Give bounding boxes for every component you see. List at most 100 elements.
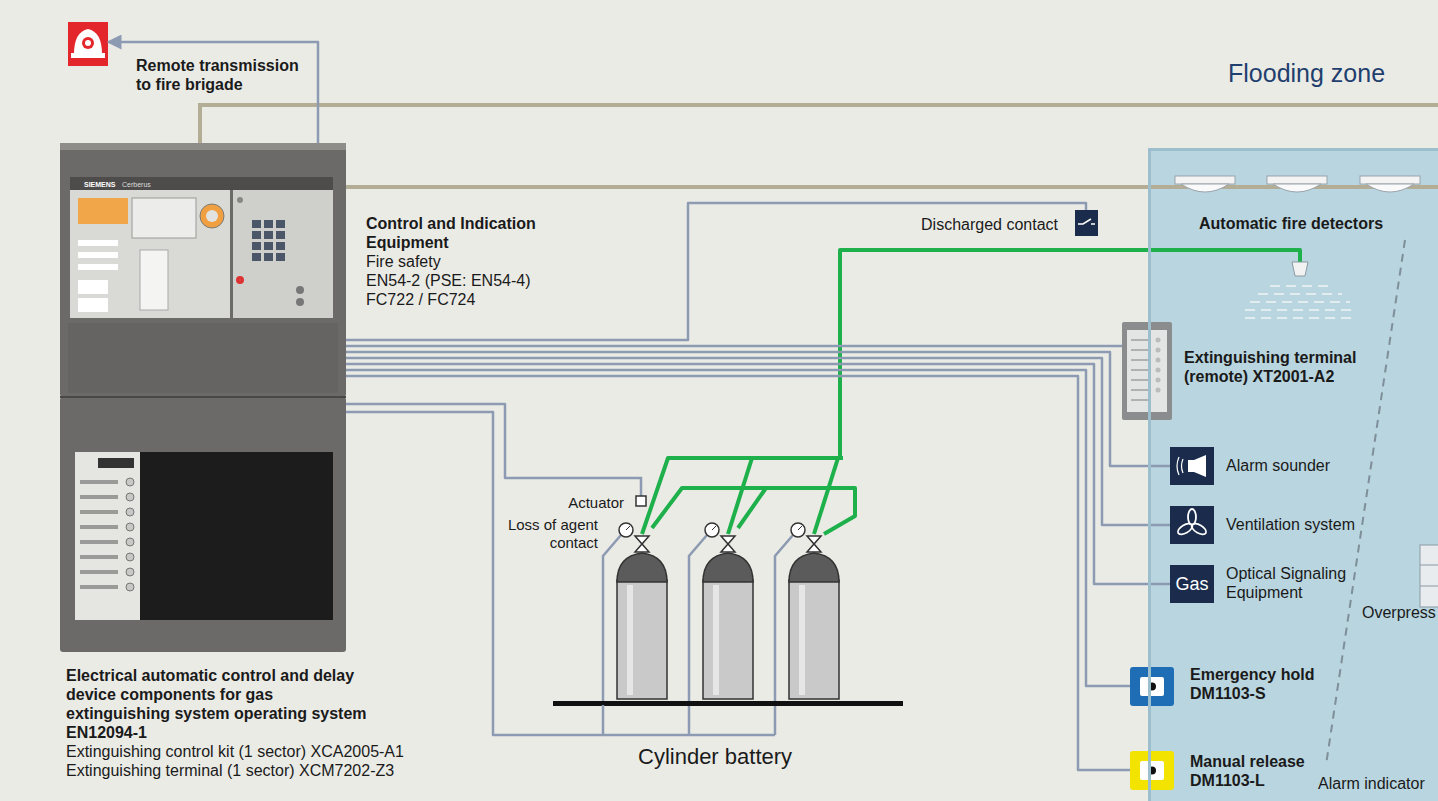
optical-signaling: GasOptical Signaling Equipment bbox=[1170, 565, 1214, 603]
cylinder bbox=[703, 580, 753, 699]
alarm-sounder-symbol bbox=[1170, 447, 1214, 485]
overpressure-vent bbox=[1420, 565, 1438, 566]
control-panel-housing bbox=[68, 323, 338, 393]
brand-name: SIEMENS bbox=[84, 181, 116, 189]
ventilation-symbol bbox=[1190, 522, 1208, 537]
extinguishing-terminal-unit bbox=[1156, 388, 1161, 393]
ventilation-symbol bbox=[1176, 522, 1194, 537]
extinguishing-nozzle bbox=[1245, 262, 1355, 318]
extinguishing-control-housing bbox=[126, 583, 134, 591]
signal-wire bbox=[346, 203, 1086, 340]
bus-line bbox=[200, 105, 1438, 187]
discharged-contact-symbol bbox=[1075, 210, 1098, 236]
control-panel-housing bbox=[276, 231, 285, 239]
part-label: Overpress bbox=[1362, 603, 1436, 622]
node-label: Ventilation system bbox=[1226, 515, 1355, 534]
cylinder-battery: Cylinder battery bbox=[555, 455, 905, 705]
node-text: extinguishing system operating system EN… bbox=[66, 704, 372, 742]
control-panel-housing bbox=[60, 143, 346, 150]
cylinder bbox=[807, 536, 821, 552]
control-panel-housing bbox=[78, 298, 108, 312]
overpressure-vent bbox=[1420, 545, 1438, 607]
control-panel-housing bbox=[264, 242, 273, 250]
flooding-zone-fill bbox=[1148, 148, 1438, 801]
control-panel-housing bbox=[236, 276, 244, 284]
cylinder bbox=[789, 553, 839, 582]
extinguishing-terminal-unit bbox=[1156, 368, 1161, 373]
manual-release-button: Manual release DM1103-L bbox=[1130, 751, 1174, 790]
control-panel-housing bbox=[78, 240, 118, 246]
control-panel-housing bbox=[237, 197, 243, 203]
extinguishing-terminal-unit bbox=[1127, 330, 1167, 412]
agent-pipe bbox=[652, 488, 855, 534]
control-panel-housing bbox=[206, 210, 218, 222]
fire-brigade-symbol bbox=[85, 40, 91, 46]
extinguishing-control-housing bbox=[126, 523, 134, 531]
control-panel-housing bbox=[252, 253, 261, 261]
agent-pipe bbox=[642, 458, 843, 534]
zone-divider bbox=[1326, 240, 1405, 765]
cylinder bbox=[712, 526, 716, 530]
extinguishing-control-housing bbox=[126, 568, 134, 576]
control-panel-housing bbox=[78, 280, 108, 294]
extinguishing-control-housing bbox=[126, 493, 134, 501]
cylinder bbox=[705, 523, 719, 537]
cylinder bbox=[635, 536, 649, 552]
alarm-sounder-symbol bbox=[1177, 457, 1183, 475]
control-panel-housing bbox=[264, 253, 273, 261]
control-panel-housing bbox=[252, 220, 285, 261]
signal-wire bbox=[346, 376, 1130, 770]
control-panel-housing bbox=[252, 231, 261, 239]
control-panel-housing bbox=[252, 242, 261, 250]
ventilation-symbol bbox=[1176, 509, 1208, 536]
extinguishing-control-housing bbox=[140, 452, 333, 620]
node-text: EN54-2 (PSE: EN54-4) bbox=[366, 271, 531, 290]
overpressure-vent bbox=[1420, 545, 1438, 607]
node-text: Extinguishing terminal (1 sector) XCM720… bbox=[66, 761, 394, 780]
node-label: Cylinder battery bbox=[638, 744, 792, 770]
node-label: Electrical automatic control and delay d… bbox=[66, 666, 372, 704]
extinguishing-terminal-unit bbox=[1156, 338, 1161, 393]
extinguishing-control-housing bbox=[80, 555, 118, 559]
control-panel-housing bbox=[252, 220, 261, 228]
extinguishing-nozzle bbox=[1245, 317, 1355, 319]
optical-signal-symbol bbox=[1170, 565, 1214, 603]
control-panel-housing bbox=[276, 220, 285, 228]
signal-wire bbox=[346, 412, 603, 735]
fire-detector bbox=[1273, 184, 1321, 192]
extinguishing-nozzle bbox=[1270, 285, 1330, 287]
extinguishing-nozzle bbox=[1258, 293, 1342, 295]
cylinder bbox=[798, 526, 802, 530]
control-panel-housing bbox=[70, 177, 333, 190]
extinguishing-control-housing bbox=[80, 570, 118, 574]
product-name: Cerberus bbox=[122, 181, 151, 189]
fire-brigade-symbol bbox=[71, 53, 105, 58]
control-panel-housing bbox=[233, 190, 333, 318]
fire-detector bbox=[1175, 176, 1235, 184]
control-panel-housing bbox=[140, 250, 168, 310]
extinguishing-control-housing bbox=[126, 538, 134, 546]
discharged-contact: Discharged contact bbox=[1075, 210, 1098, 236]
node-label: Alarm sounder bbox=[1226, 456, 1330, 475]
fire-detector bbox=[1360, 176, 1420, 184]
cylinder bbox=[703, 553, 753, 582]
signal-wire bbox=[346, 370, 1130, 686]
fire-detector bbox=[1175, 176, 1420, 192]
cylinder bbox=[617, 496, 839, 699]
ventilation-symbol bbox=[1170, 506, 1214, 544]
node-text: Extinguishing control kit (1 sector) XCA… bbox=[66, 742, 404, 761]
cylinder bbox=[799, 585, 805, 695]
fire-brigade-symbol bbox=[74, 29, 102, 54]
extinguishing-control-housing bbox=[80, 480, 118, 484]
extinguishing-control-housing bbox=[126, 508, 134, 516]
part-label: Alarm indicator bbox=[1318, 774, 1425, 793]
overpressure-vent bbox=[1420, 586, 1438, 587]
node-label: Gas bbox=[1170, 574, 1214, 594]
extinguishing-control-housing bbox=[60, 396, 346, 398]
cylinder bbox=[627, 585, 633, 695]
signal-wire bbox=[108, 42, 318, 143]
bus-line bbox=[200, 105, 1438, 143]
extinguishing-nozzle bbox=[1245, 286, 1355, 318]
ventilation-system: Ventilation system bbox=[1170, 506, 1214, 544]
flooding-zone-fill bbox=[1148, 148, 1438, 801]
